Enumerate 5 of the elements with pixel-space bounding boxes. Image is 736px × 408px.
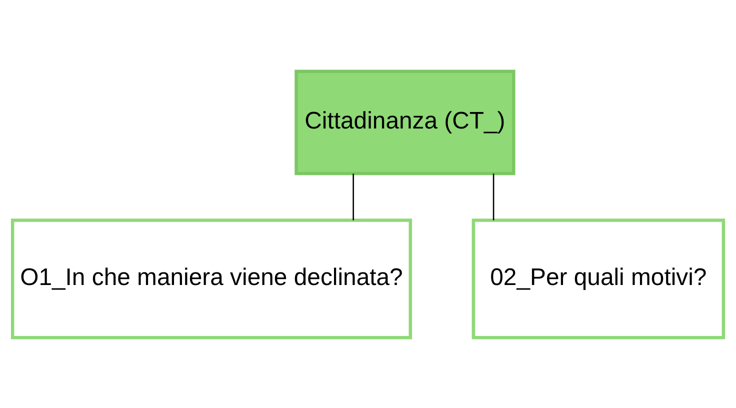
node-box: Cittadinanza (CT_) (294, 69, 516, 175)
node-box: O1_In che maniera viene declinata? (10, 218, 412, 339)
connector (492, 173, 494, 220)
connector (352, 173, 354, 220)
node-box: 02_Per quali motivi? (472, 218, 726, 339)
